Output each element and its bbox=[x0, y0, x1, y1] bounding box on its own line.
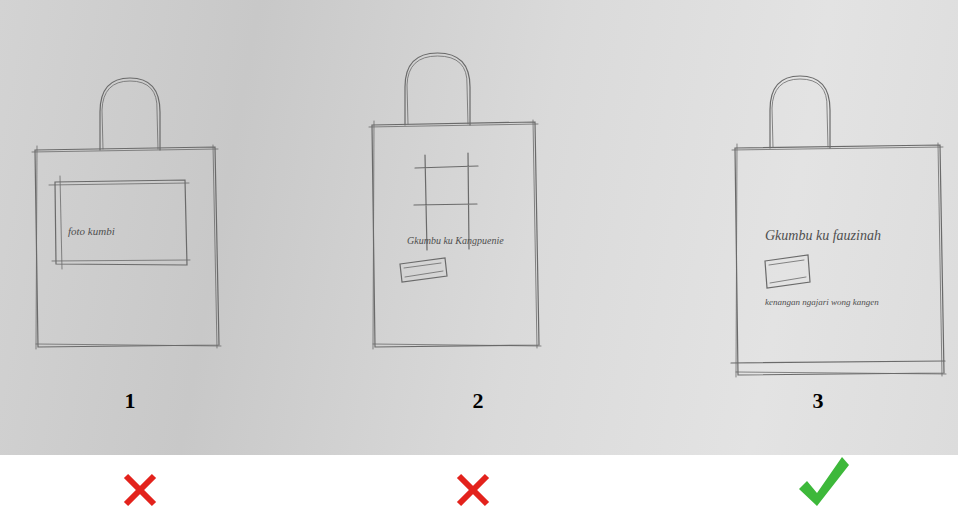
tote-bag-sketch bbox=[735, 148, 940, 373]
sketch-number: 3 bbox=[798, 388, 838, 413]
sketch-number: 2 bbox=[458, 388, 498, 413]
handwritten-text: kenangan ngajari wong kangen bbox=[765, 297, 879, 307]
tote-bag: 1foto kumbi bbox=[35, 150, 215, 345]
photo-frame-sketch bbox=[55, 180, 185, 265]
photo-frame: foto kumbi bbox=[55, 180, 185, 265]
tote-bag: Gkumbu ku fauzinah kenangan ngajari wong … bbox=[735, 148, 940, 373]
sketch-number: 1 bbox=[110, 388, 150, 413]
handwritten-text: Gkumbu ku Kangpuenie bbox=[407, 235, 504, 247]
reject-cross bbox=[126, 476, 154, 504]
reject-cross bbox=[459, 476, 487, 504]
handwritten-text: foto kumbi bbox=[68, 225, 115, 238]
tote-bag: Gkumbu ku Kangpuenie2 bbox=[372, 125, 535, 345]
tote-bag-sketch bbox=[35, 150, 215, 345]
photo-background bbox=[0, 0, 958, 455]
handwritten-text: Gkumbu ku fauzinah bbox=[765, 228, 881, 244]
accept-check bbox=[799, 457, 849, 506]
